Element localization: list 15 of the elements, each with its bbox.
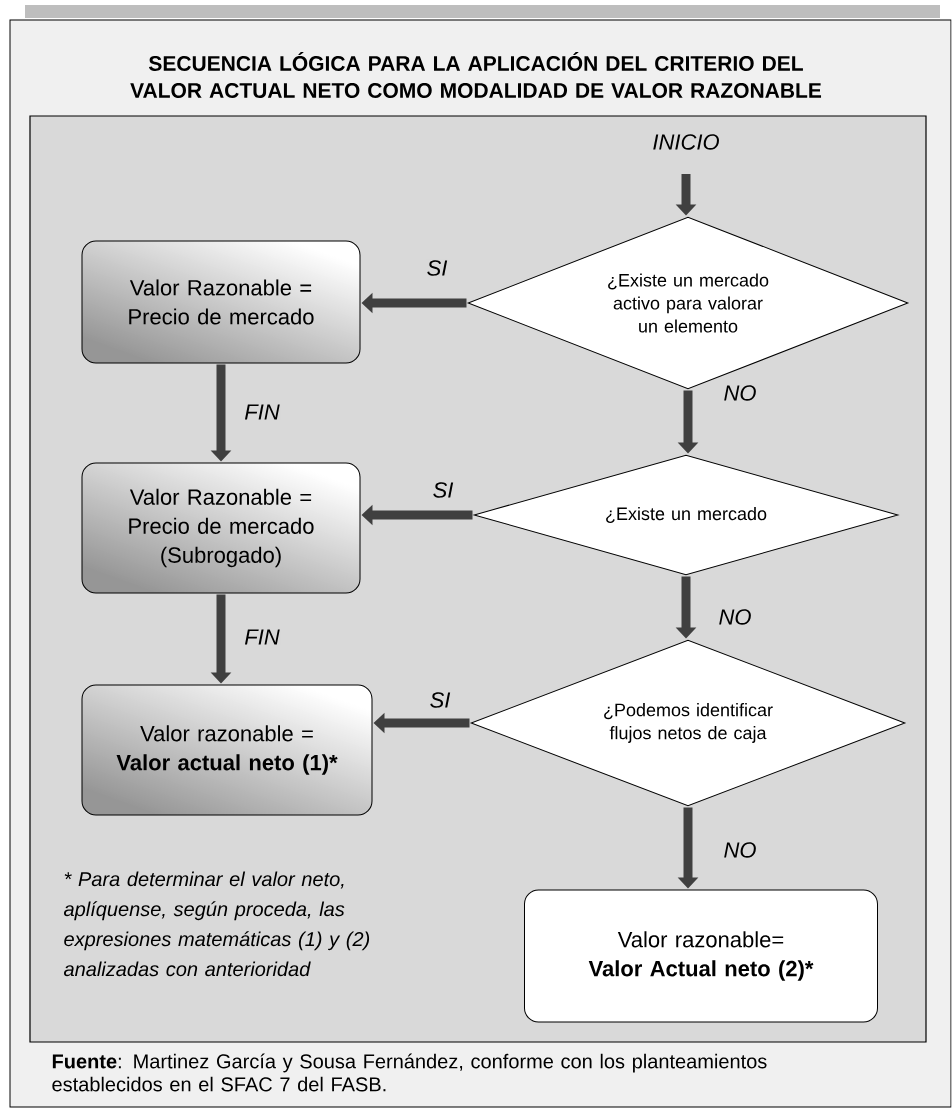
process-box: Valor razonable = Valor actual neto (1)* <box>81 684 373 816</box>
title: SECUENCIA LÓGICA PARA LA APLICACIÓN DEL CRITERIO DEL VALOR ACTUAL NETO COMO MODALIDAD DE VALOR RAZONABLE <box>130 52 822 98</box>
edge-label: NO <box>717 608 753 626</box>
edge-label: SI <box>431 481 455 499</box>
process-box: Valor Razonable = Precio de mercado (Subrogado) <box>81 462 361 594</box>
edge-label: NO <box>722 841 758 859</box>
edge-label: SI <box>425 259 449 277</box>
edge-label: SI <box>428 691 452 709</box>
caption: Fuente: Martinez García y Sousa Fernández, conforme con los planteamientos establecidos en el SFAC 7 del FASB. <box>52 1053 767 1092</box>
footnote: * Para determinar el valor neto, aplíquense, según proceda, las expresiones matemáticas (1) y (2) analizadas con anterioridad <box>64 871 370 977</box>
edge-label: FIN <box>243 403 281 421</box>
process-box: Valor razonable= Valor Actual neto (2)* <box>524 889 878 1023</box>
start-label: INICIO <box>653 134 719 150</box>
process-box: Valor Razonable = Precio de mercado <box>81 240 361 364</box>
edge-label: FIN <box>243 628 281 646</box>
